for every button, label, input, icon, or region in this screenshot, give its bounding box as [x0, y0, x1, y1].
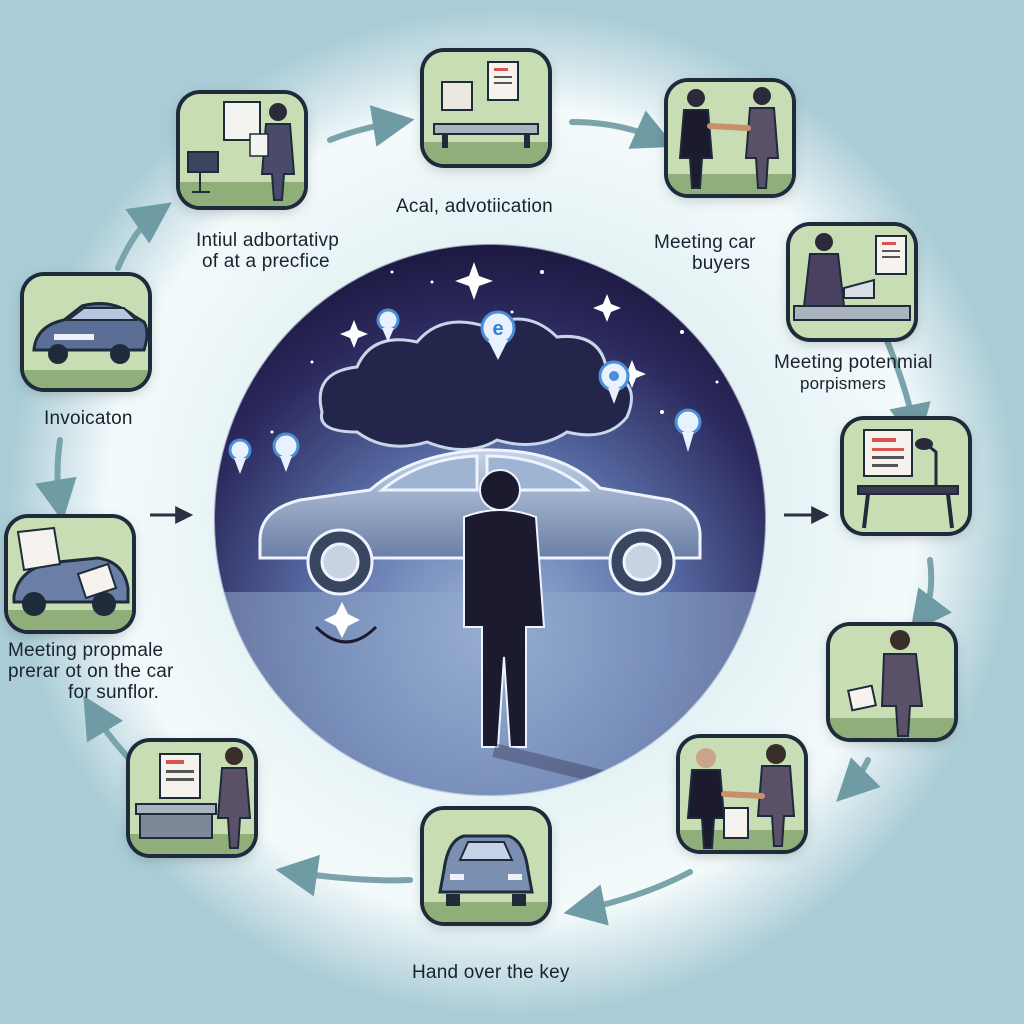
map-pin-icon [674, 408, 702, 452]
label-hand-over-key: Hand over the key [412, 962, 570, 983]
star-icon [618, 360, 646, 388]
tile-car-damaged [8, 518, 132, 630]
flow-arrow-7 [563, 869, 693, 926]
map-pin-icon: e [480, 310, 516, 360]
tile-car-side [24, 276, 148, 388]
tile-salesman-documents [830, 626, 954, 738]
flow-arrow-6 [836, 757, 881, 802]
flow-arrow-3 [569, 110, 676, 149]
label-advertising: Acal, advotiication [396, 196, 553, 217]
map-pin-icon [598, 360, 630, 404]
smile-curve [314, 625, 378, 644]
sparkle-icon [324, 602, 360, 638]
flow-arrow-8 [275, 854, 413, 897]
central-person [463, 469, 546, 748]
map-pin-icon [376, 308, 400, 342]
flow-arrow-2 [327, 105, 415, 147]
cloud-letter: e [492, 318, 503, 340]
tile-handshake-buyers [668, 82, 792, 194]
map-pins: e [228, 308, 702, 474]
star-icon [340, 320, 368, 348]
tile-office-paperwork [180, 94, 304, 206]
map-pin-icon [228, 438, 252, 474]
map-pin-icon [272, 432, 300, 472]
tile-handshake-deal [680, 738, 804, 850]
flow-arrow-10 [35, 437, 77, 522]
flow-arrow-5 [909, 557, 952, 634]
tile-lamp-desk [844, 420, 968, 532]
tile-desk-meeting [790, 226, 914, 338]
tile-advertising [424, 52, 548, 164]
central-scene: e [213, 243, 767, 797]
star-icon [593, 294, 621, 322]
tile-car-front [424, 810, 548, 922]
label-invoicing: Invoicaton [44, 408, 133, 429]
tile-printer-office [130, 742, 254, 854]
star-icon [455, 262, 493, 300]
flow-arrow-1 [115, 202, 172, 271]
